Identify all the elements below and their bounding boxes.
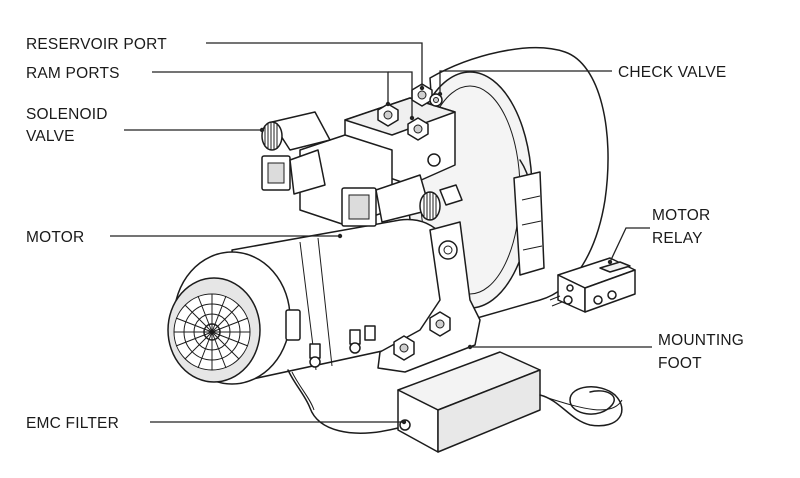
label-mounting-foot-line2: FOOT (658, 355, 702, 372)
cables (287, 369, 623, 434)
ram-port-2 (407, 117, 429, 141)
motor-relay (549, 257, 636, 313)
leader-lines (110, 42, 652, 425)
callout-labels: RESERVOIR PORT RAM PORTS SOLENOID VALVE … (26, 36, 744, 432)
solenoid-valve-lower (341, 174, 463, 227)
motor-fan-grille (173, 293, 251, 371)
label-emc-filter: EMC FILTER (26, 415, 119, 432)
label-solenoid-valve-line2: VALVE (26, 128, 75, 145)
label-mounting-foot-line1: MOUNTING (658, 332, 744, 349)
label-ram-ports: RAM PORTS (26, 65, 120, 82)
label-motor: MOTOR (26, 229, 84, 246)
reservoir-port (411, 83, 433, 107)
label-check-valve: CHECK VALVE (618, 64, 726, 81)
mounting-foot (377, 221, 481, 373)
label-motor-relay-line2: RELAY (652, 230, 703, 247)
label-reservoir-port: RESERVOIR PORT (26, 36, 167, 53)
label-solenoid-valve-line1: SOLENOID (26, 106, 108, 123)
solenoid-valve-upper (261, 111, 331, 195)
label-motor-relay-line1: MOTOR (652, 207, 710, 224)
emc-filter-box (397, 351, 541, 453)
check-valve (429, 93, 443, 107)
